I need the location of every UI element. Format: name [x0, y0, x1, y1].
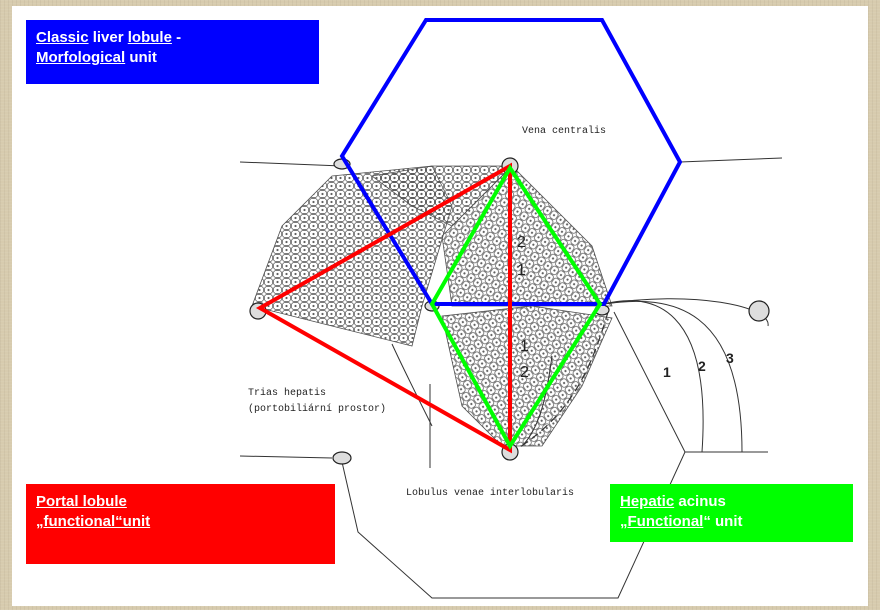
- functional-word: Functional: [627, 513, 704, 530]
- classic-lobule-caption: Classic liver lobule - Morfological unit: [26, 20, 319, 84]
- inner-number-d: 2: [520, 364, 529, 381]
- dash-word: -: [171, 29, 182, 46]
- inner-number-b: 1: [517, 262, 526, 279]
- lobulus-venae-label: Lobulus venae interlobularis: [406, 488, 575, 499]
- acinus-word: acinus: [674, 493, 726, 510]
- portobiliary-space-label: (portobiliární prostor): [248, 404, 387, 415]
- zone-number-3: 3: [726, 350, 734, 366]
- slide: Vena centralis Trias hepatis (portobiliá…: [12, 6, 868, 606]
- morfological-word: Morfological: [36, 49, 126, 66]
- lobule-word: lobule: [127, 29, 172, 46]
- hepatocyte-cords: [251, 165, 613, 447]
- vena-centralis-label: Vena centralis: [522, 126, 607, 137]
- unit-word: unit: [125, 49, 157, 66]
- liver-lobule-diagram: [239, 18, 783, 599]
- zone-number-1: 1: [663, 364, 671, 380]
- hepatic-acinus-caption: Hepatic acinus „Functional“ unit: [610, 484, 853, 542]
- hepatic-word: Hepatic: [620, 493, 675, 510]
- liver-word: liver: [88, 29, 128, 46]
- portal-triad-bottomleft: [332, 451, 352, 465]
- portal-lobule-line1: Portal lobule: [36, 493, 127, 510]
- zone-number-2: 2: [698, 358, 706, 374]
- inner-number-c: 1: [520, 338, 529, 355]
- classic-word: Classic: [36, 29, 89, 46]
- portal-lobule-line2: „functional“unit: [36, 513, 151, 530]
- trias-hepatis-label: Trias hepatis: [248, 388, 327, 399]
- dashed-zone-curve: [511, 311, 609, 453]
- portal-lobule-caption: Portal lobule „functional“unit: [26, 484, 335, 564]
- central-vein-right: [748, 300, 770, 322]
- hepatic-acinus-diamond: [429, 164, 603, 450]
- quote-open: „: [620, 513, 628, 530]
- unit-word-green: “ unit: [703, 513, 743, 530]
- inner-number-a: 2: [517, 234, 526, 251]
